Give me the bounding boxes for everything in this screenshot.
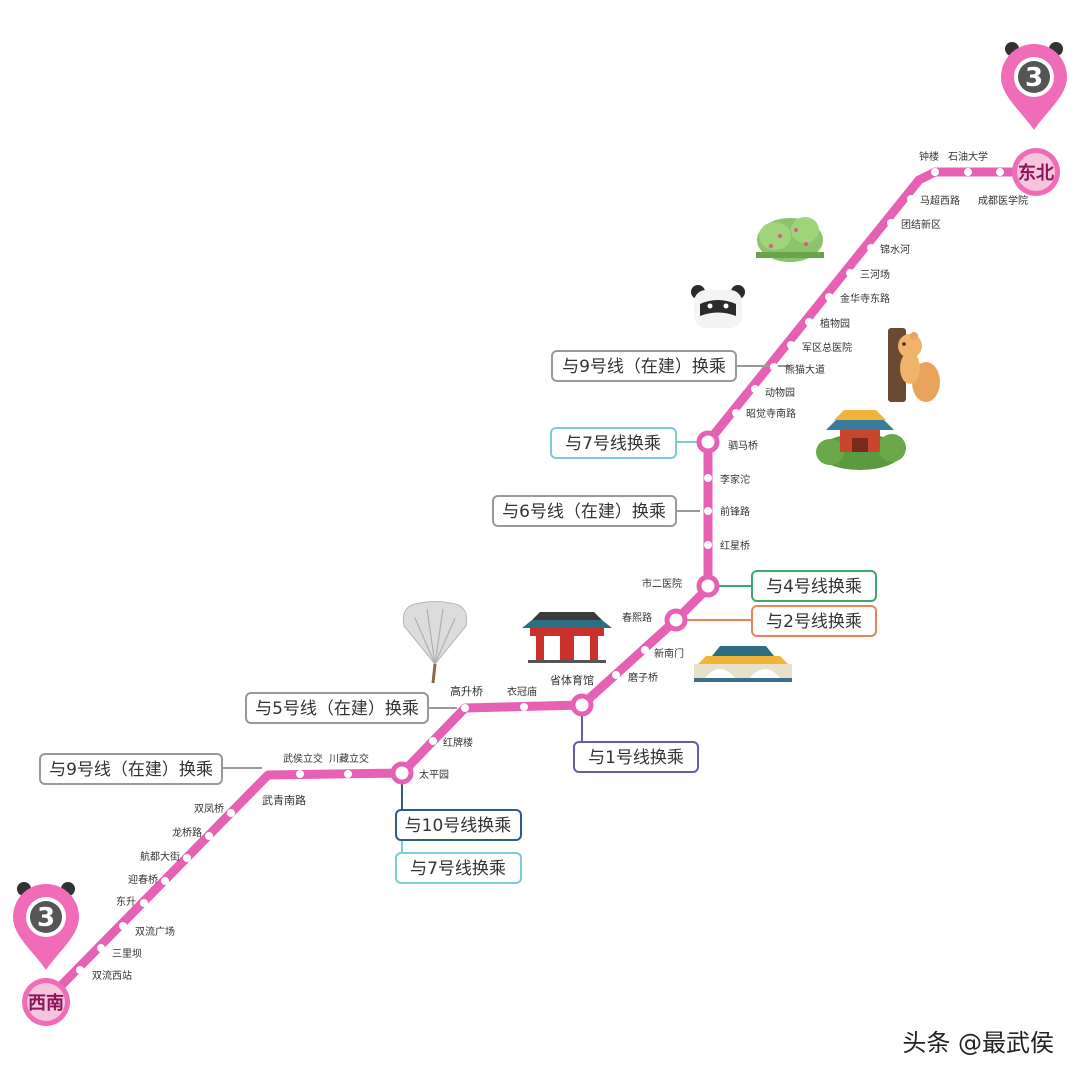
svg-text:与1号线换乘: 与1号线换乘 <box>588 748 684 768</box>
transfer-box-line1: 与1号线换乘 <box>573 741 699 773</box>
station-label: 春熙路 <box>622 611 652 624</box>
terminal-northeast: 东北 <box>1012 148 1060 196</box>
covered-bridge-icon <box>694 646 792 682</box>
station-label: 武青南路 <box>262 794 306 807</box>
interchange-chunxilu <box>664 608 688 632</box>
station-label: 川藏立交 <box>329 752 369 765</box>
line-3-pin-icon: 3 <box>1001 42 1067 130</box>
svg-text:3: 3 <box>37 903 55 933</box>
arch-gate-icon <box>522 612 612 663</box>
transfer-box-line6: 与6号线（在建）换乘 <box>492 495 677 527</box>
transfer-box-line7-sw: 与7号线换乘 <box>395 852 522 884</box>
station-label: 迎春桥 <box>128 874 158 886</box>
interchange-shengtiyuguan <box>570 693 594 717</box>
station-label: 军区总医院 <box>802 341 852 354</box>
watermark-text: 头条 @最武侯 <box>902 1029 1054 1057</box>
temple-icon <box>816 410 906 470</box>
station-label: 熊猫大道 <box>785 363 825 376</box>
svg-text:与4号线换乘: 与4号线换乘 <box>766 577 862 597</box>
svg-text:与10号线换乘: 与10号线换乘 <box>405 816 512 836</box>
interchange-shieryiyuan <box>696 574 720 598</box>
station-labels: 钟楼 石油大学 成都医学院 马超西路 团结新区 锦水河 三河场 金华寺东路 植物… <box>92 150 1028 982</box>
transfer-connectors <box>222 365 790 855</box>
svg-text:与7号线换乘: 与7号线换乘 <box>410 859 506 879</box>
station-label: 动物园 <box>765 386 795 399</box>
svg-text:与9号线（在建）换乘: 与9号线（在建）换乘 <box>562 357 726 377</box>
svg-text:与6号线（在建）换乘: 与6号线（在建）换乘 <box>502 502 666 522</box>
station-label: 昭觉寺南路 <box>746 407 796 420</box>
transfer-box-line5: 与5号线（在建）换乘 <box>245 692 429 724</box>
station-label: 龙桥路 <box>172 826 202 839</box>
station-label: 红牌楼 <box>443 736 473 749</box>
svg-text:与7号线换乘: 与7号线换乘 <box>565 434 661 454</box>
interchange-shumaqiao <box>696 430 720 454</box>
station-label: 石油大学 <box>948 150 988 163</box>
interchange-stations <box>390 430 720 785</box>
station-label: 红星桥 <box>720 539 750 552</box>
panda-icon <box>691 285 745 328</box>
station-label: 衣冠庙 <box>507 685 537 698</box>
svg-text:东北: 东北 <box>1018 162 1054 184</box>
station-label: 马超西路 <box>920 194 960 207</box>
station-label: 省体育馆 <box>550 673 594 687</box>
interchange-taipingyuan <box>390 761 414 785</box>
station-label: 新南门 <box>654 647 684 660</box>
station-label: 东升 <box>116 895 136 908</box>
station-label: 双流西站 <box>92 969 132 982</box>
svg-text:与9号线（在建）换乘: 与9号线（在建）换乘 <box>49 760 213 780</box>
bush-icon <box>756 217 824 262</box>
station-label: 植物园 <box>820 317 850 330</box>
station-label: 太平园 <box>419 768 449 781</box>
station-label: 三里坝 <box>112 948 142 960</box>
station-label: 高升桥 <box>450 684 483 698</box>
svg-text:3: 3 <box>1025 63 1043 93</box>
transfer-box-line2: 与2号线换乘 <box>751 605 877 637</box>
station-label: 锦水河 <box>880 243 910 256</box>
station-label: 李家沱 <box>720 473 750 486</box>
svg-text:与5号线（在建）换乘: 与5号线（在建）换乘 <box>255 699 419 719</box>
transfer-box-line7-ne: 与7号线换乘 <box>550 427 677 459</box>
transfer-box-line10: 与10号线换乘 <box>395 809 522 841</box>
line-3-pin-icon: 3 <box>13 882 79 970</box>
station-dots <box>76 168 1004 974</box>
svg-text:与2号线换乘: 与2号线换乘 <box>766 612 862 632</box>
station-label: 金华寺东路 <box>840 292 890 305</box>
station-label: 成都医学院 <box>978 194 1028 207</box>
transfer-box-line9-sw: 与9号线（在建）换乘 <box>39 753 223 785</box>
ginkgo-fan-icon <box>402 601 468 684</box>
squirrel-icon <box>888 328 940 402</box>
station-label: 钟楼 <box>919 150 939 163</box>
station-label: 市二医院 <box>642 577 682 590</box>
transfer-box-line9-ne: 与9号线（在建）换乘 <box>551 350 737 382</box>
station-label: 磨子桥 <box>628 672 658 684</box>
station-label: 武侯立交 <box>283 752 323 765</box>
svg-text:西南: 西南 <box>28 992 64 1014</box>
station-label: 双凤桥 <box>194 803 224 815</box>
station-label: 驷马桥 <box>728 440 758 452</box>
transfer-box-line4: 与4号线换乘 <box>751 570 877 602</box>
station-label: 三河场 <box>860 268 890 281</box>
terminal-southwest: 西南 <box>22 978 70 1026</box>
station-label: 团结新区 <box>901 218 941 231</box>
station-label: 双流广场 <box>135 925 175 938</box>
station-label: 前锋路 <box>720 505 750 518</box>
station-label: 航都大街 <box>140 850 180 863</box>
